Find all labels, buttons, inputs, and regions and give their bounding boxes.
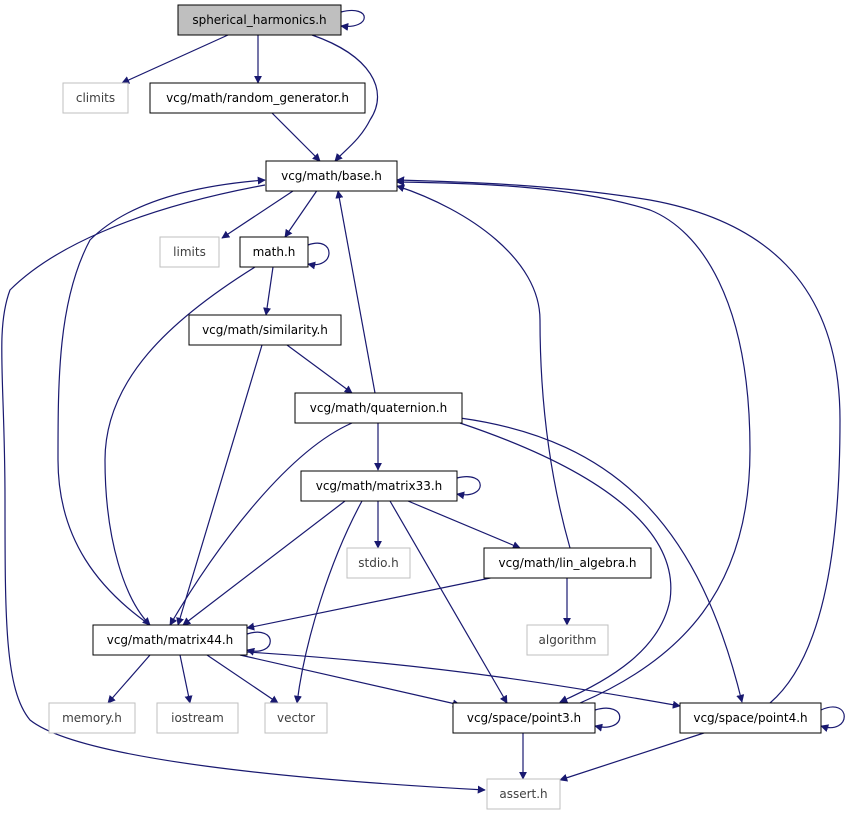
node-box	[188, 314, 342, 346]
edge-matrix44-self	[246, 631, 271, 656]
node-matrix44[interactable]: vcg/math/matrix44.h	[92, 624, 248, 656]
node-label: spherical_harmonics.h	[192, 13, 326, 27]
node-stdio[interactable]: stdio.h	[346, 547, 411, 579]
edge-quaternion-point4	[459, 417, 745, 703]
node-label: stdio.h	[358, 556, 398, 570]
node-box	[265, 160, 398, 192]
edge-random-base	[271, 112, 321, 162]
node-box	[483, 547, 652, 579]
edge-matrix44-base	[57, 176, 266, 626]
node-box	[149, 82, 366, 114]
node-vector[interactable]: vector	[264, 702, 328, 734]
edge-matrix33-lin	[407, 500, 521, 549]
node-label: vcg/math/matrix44.h	[107, 633, 234, 647]
node-box	[679, 702, 822, 734]
node-label: vcg/math/lin_algebra.h	[498, 556, 636, 570]
edge-similarity-matrix44	[176, 344, 263, 626]
edge-matrix33-point3	[389, 500, 508, 704]
node-point3[interactable]: vcg/space/point3.h	[452, 702, 596, 734]
node-label: algorithm	[539, 633, 597, 647]
node-label: vcg/math/random_generator.h	[166, 91, 349, 105]
edge-matrix44-memory	[107, 654, 151, 704]
edge-matrix44-iostream	[179, 654, 193, 704]
edge-math-self	[307, 242, 330, 270]
node-math[interactable]: math.h	[239, 236, 309, 268]
node-label: vector	[277, 711, 315, 725]
node-iostream[interactable]: iostream	[156, 702, 239, 734]
node-box	[156, 702, 239, 734]
edge-matrix44-vector	[206, 654, 279, 704]
edge-quaternion-base	[335, 190, 376, 394]
node-label: vcg/math/matrix33.h	[316, 479, 443, 493]
edge-matrix44-point4	[246, 651, 681, 709]
node-algorithm[interactable]: algorithm	[526, 624, 609, 656]
node-lin-algebra[interactable]: vcg/math/lin_algebra.h	[483, 547, 652, 579]
node-point4[interactable]: vcg/space/point4.h	[679, 702, 822, 734]
node-random-generator[interactable]: vcg/math/random_generator.h	[149, 82, 366, 114]
node-box	[526, 624, 609, 656]
node-box	[92, 624, 248, 656]
edge-sh-self	[340, 9, 365, 31]
node-box	[159, 236, 220, 268]
node-label: vcg/math/base.h	[281, 169, 382, 183]
node-spherical-harmonics[interactable]: spherical_harmonics.h	[177, 4, 342, 36]
edge-base-math	[284, 188, 319, 238]
edge-point3-base	[396, 178, 751, 704]
node-climits[interactable]: climits	[62, 82, 129, 114]
edge-point4-assert	[559, 730, 711, 782]
node-limits[interactable]: limits	[159, 236, 220, 268]
edge-similarity-quaternion	[286, 344, 353, 394]
node-box	[346, 547, 411, 579]
node-quaternion[interactable]: vcg/math/quaternion.h	[294, 392, 463, 424]
node-label: iostream	[171, 711, 224, 725]
node-box	[294, 392, 463, 424]
node-label: climits	[76, 91, 115, 105]
edge-point3-self	[594, 707, 621, 732]
edge-lin-matrix44	[246, 575, 501, 631]
node-base[interactable]: vcg/math/base.h	[265, 160, 398, 192]
node-assert[interactable]: assert.h	[486, 778, 561, 810]
node-label: vcg/space/point4.h	[693, 711, 807, 725]
node-label: assert.h	[499, 787, 547, 801]
edge-point4-base	[396, 176, 841, 704]
edge-matrix44-point3	[239, 654, 461, 708]
node-memory[interactable]: memory.h	[48, 702, 136, 734]
edge-matrix33-vector	[293, 500, 363, 704]
node-box	[486, 778, 561, 810]
edge-matrix33-self	[456, 476, 481, 500]
edge-math-similarity	[263, 266, 274, 316]
edge-quaternion-matrix44	[169, 422, 353, 626]
node-label: limits	[173, 245, 206, 259]
node-label: math.h	[253, 245, 296, 259]
edge-base-assert	[1, 184, 486, 794]
edge-quaternion-point3	[459, 422, 672, 703]
node-label: vcg/math/similarity.h	[202, 323, 328, 337]
node-box	[300, 470, 458, 502]
node-box	[48, 702, 136, 734]
node-label: vcg/math/quaternion.h	[310, 401, 447, 415]
node-label: memory.h	[62, 711, 122, 725]
node-matrix33[interactable]: vcg/math/matrix33.h	[300, 470, 458, 502]
edge-lin-base	[396, 184, 571, 549]
node-box	[264, 702, 328, 734]
node-similarity[interactable]: vcg/math/similarity.h	[188, 314, 342, 346]
edge-sh-base	[311, 34, 379, 162]
node-box	[177, 4, 342, 36]
node-label: vcg/space/point3.h	[467, 711, 581, 725]
node-box	[239, 236, 309, 268]
edge-math-matrix44	[104, 266, 256, 626]
edge-sh-climits	[121, 34, 229, 84]
node-box	[452, 702, 596, 734]
node-box	[62, 82, 129, 114]
edge-base-limits	[221, 188, 297, 239]
edge-point4-self	[820, 706, 845, 733]
edge-matrix33-matrix44	[182, 500, 346, 626]
